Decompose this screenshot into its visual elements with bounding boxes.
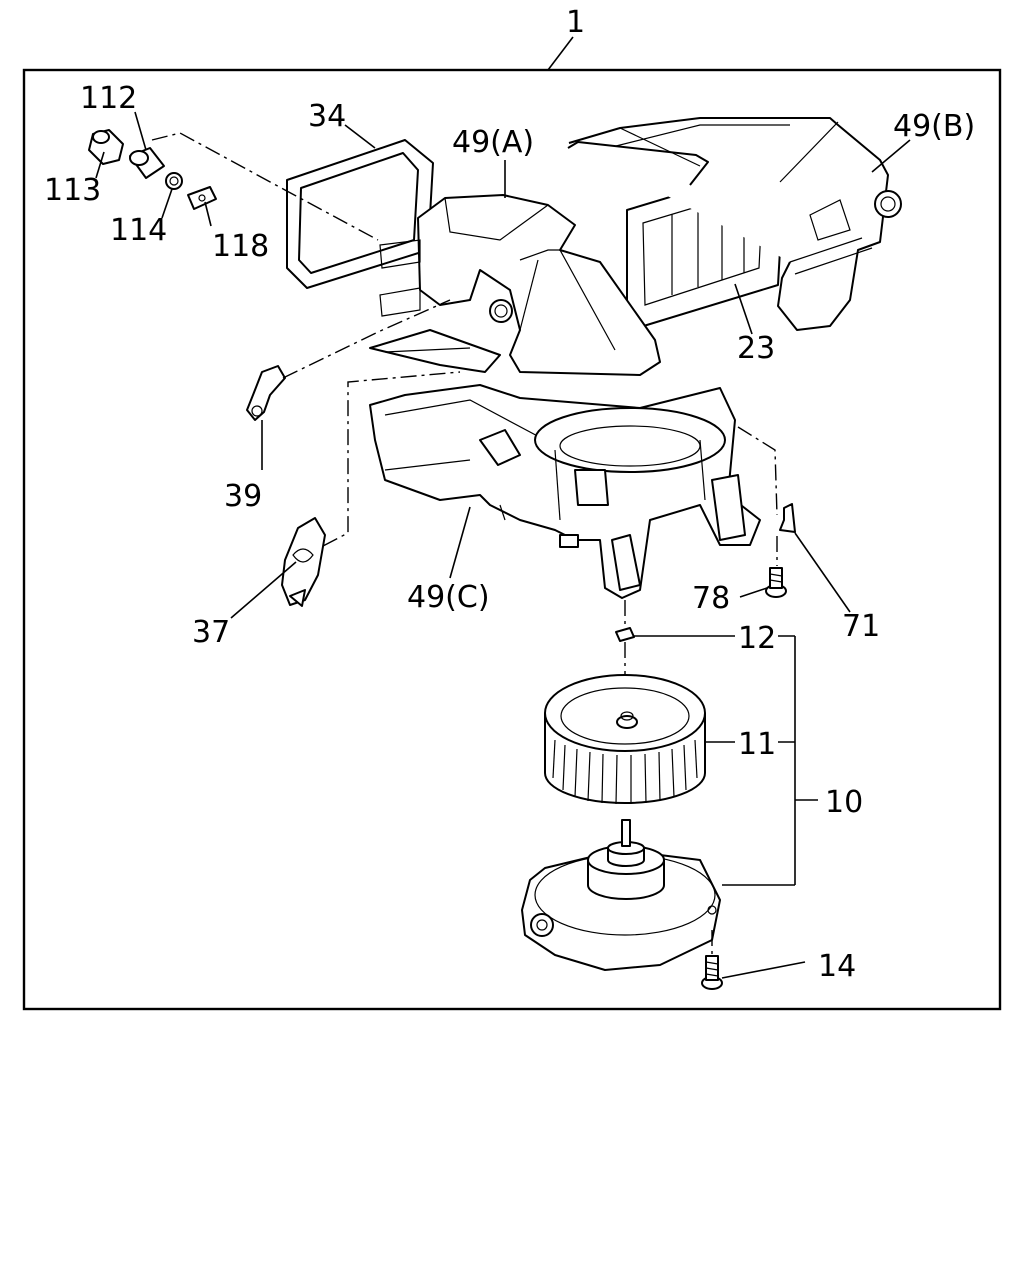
callout-113: 113	[44, 173, 101, 208]
part-118-plate	[187, 186, 217, 210]
leader-lines	[95, 111, 911, 979]
callout-10: 10	[825, 785, 863, 820]
part-39-lever	[246, 365, 286, 421]
callout-37: 37	[192, 615, 230, 650]
callout-114: 114	[110, 213, 167, 248]
part-34-gasket	[286, 139, 434, 289]
part-10-motor	[521, 819, 721, 971]
callout-49a: 49(A)	[452, 125, 534, 160]
part-49c-lower-case	[369, 384, 761, 599]
part-78-screw	[765, 567, 787, 598]
callout-49b: 49(B)	[893, 109, 975, 144]
callout-39: 39	[224, 479, 262, 514]
callout-11: 11	[738, 727, 776, 762]
callout-49c: 49(C)	[407, 580, 490, 615]
part-11-fan	[544, 674, 706, 805]
callout-78: 78	[692, 581, 730, 616]
part-49b-upper-case	[567, 117, 902, 331]
callout-23: 23	[737, 331, 775, 366]
part-14-screw	[701, 955, 723, 990]
part-49a-upper-case	[369, 194, 661, 376]
assembly-frame	[22, 68, 1002, 1011]
callout-71: 71	[842, 609, 880, 644]
callouts: 1 112 113 114 118 34 49(A) 49(B) 23 39 4…	[44, 5, 975, 984]
part-113-bushing	[88, 129, 124, 165]
callout-34: 34	[308, 99, 346, 134]
assembly-lines	[151, 132, 778, 955]
callout-14: 14	[818, 949, 856, 984]
part-112-sleeve	[129, 147, 165, 179]
part-37-bracket	[281, 517, 326, 607]
assembly-leader-1	[547, 36, 574, 71]
callout-118: 118	[212, 229, 269, 264]
callout-12: 12	[738, 621, 776, 656]
part-71-clip	[779, 503, 796, 533]
callout-112: 112	[80, 81, 137, 116]
part-114-grommet	[165, 172, 183, 190]
callout-1: 1	[566, 5, 585, 40]
